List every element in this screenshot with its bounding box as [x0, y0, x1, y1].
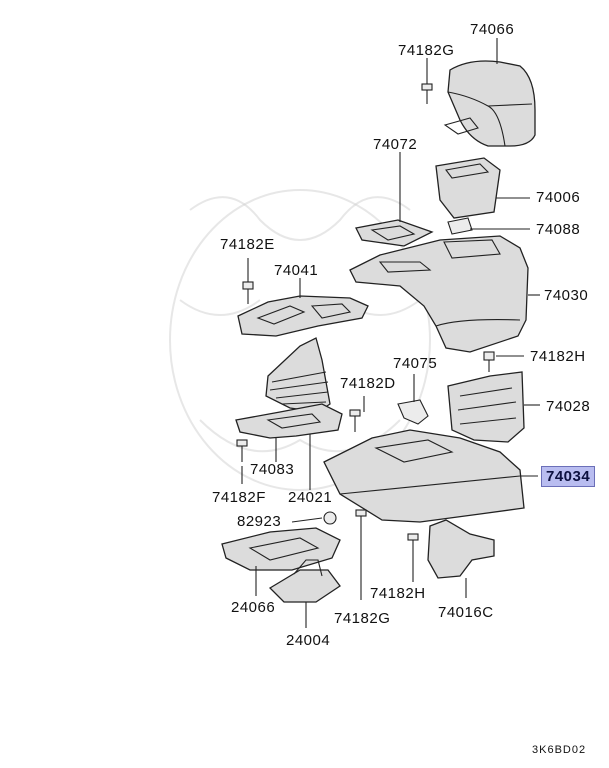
label-24004: 24004	[286, 632, 331, 649]
part-74088-bracket	[447, 217, 473, 235]
label-74072: 74072	[373, 136, 418, 153]
part-74066-armrest	[443, 60, 536, 147]
label-74083: 74083	[250, 461, 295, 478]
label-74182d: 74182D	[340, 375, 396, 392]
label-74075: 74075	[393, 355, 438, 372]
label-74030: 74030	[544, 287, 589, 304]
part-74006-cupholder	[435, 157, 501, 219]
clip-82923	[323, 511, 337, 525]
label-74006: 74006	[536, 189, 581, 206]
label-74028: 74028	[546, 398, 591, 415]
part-74016c-bracket	[427, 519, 495, 579]
label-74016c: 74016C	[438, 604, 494, 621]
part-74028-panel	[447, 371, 525, 443]
label-74182h-bottom: 74182H	[370, 585, 426, 602]
drawing-code: 3K6BD02	[532, 744, 587, 756]
part-74072-tray	[355, 219, 434, 247]
screw-74182e	[242, 258, 254, 304]
part-74083-plate	[235, 403, 343, 439]
label-74034-highlighted[interactable]: 74034	[541, 466, 596, 487]
label-74088: 74088	[536, 221, 581, 238]
screw-74182h-right	[483, 351, 495, 372]
part-74034-lower-console	[323, 429, 525, 523]
label-74182h-right: 74182H	[530, 348, 586, 365]
screw-74182f	[236, 439, 248, 462]
part-74075-clip	[397, 399, 429, 425]
screw-74182g-bottom	[355, 509, 367, 600]
label-82923: 82923	[237, 513, 282, 530]
part-74041-plate	[237, 295, 369, 337]
label-74041: 74041	[274, 262, 319, 279]
part-24066-plate	[221, 527, 341, 571]
label-24021: 24021	[288, 489, 333, 506]
label-74182g-bottom: 74182G	[334, 610, 391, 627]
screw-74182g-top	[421, 58, 433, 104]
screw-74182d	[349, 409, 361, 432]
label-74182g-top: 74182G	[398, 42, 455, 59]
part-24004-boot	[268, 559, 341, 603]
label-74182e: 74182E	[220, 236, 275, 253]
screw-74182h-bottom	[407, 533, 419, 582]
label-74182f: 74182F	[212, 489, 266, 506]
label-74066: 74066	[470, 21, 515, 38]
label-24066: 24066	[231, 599, 276, 616]
part-74030-console	[349, 235, 529, 353]
part-24021-shift-boot	[265, 337, 331, 413]
